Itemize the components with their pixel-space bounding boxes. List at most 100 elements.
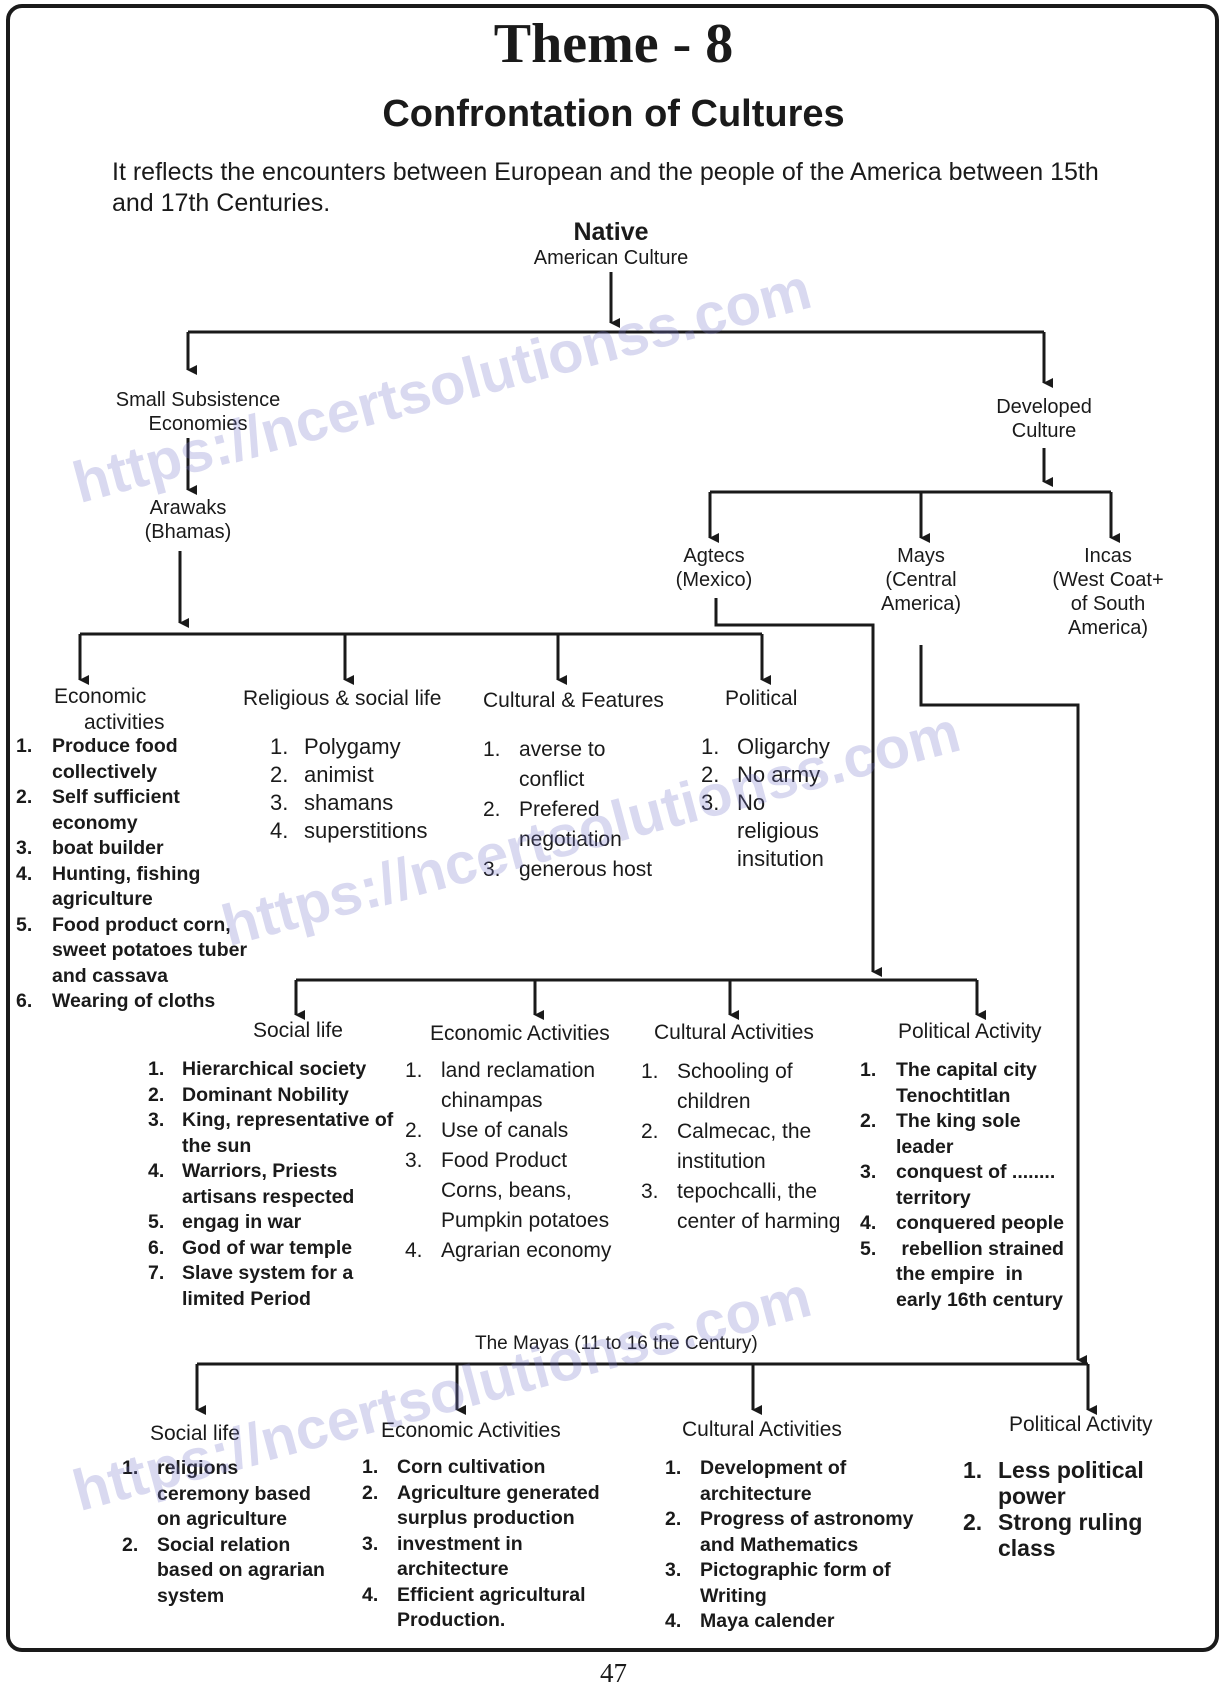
node-mayas-line2: (Central	[885, 569, 957, 591]
list-item: 3.shamans	[270, 789, 470, 817]
list-item-text: Use of canals	[441, 1119, 569, 1142]
theme-heading: Theme - 8	[493, 13, 734, 75]
node-incas-line1: Incas	[1084, 545, 1132, 567]
node-native-title: Native	[573, 218, 649, 246]
list-item-number: 5.	[148, 1211, 165, 1233]
list-item: 2.Dominant Nobility	[148, 1083, 408, 1109]
list-item-text: Social relation	[157, 1533, 291, 1556]
page-title: Confrontation of Cultures	[382, 93, 845, 135]
maya-economic-heading: Economic Activities	[381, 1419, 561, 1442]
node-incas-line4: America)	[1067, 617, 1148, 639]
list-item-text: Oligarchy	[737, 734, 830, 759]
node-developed-line1: Developed	[996, 396, 1092, 418]
heading-line: Economic	[54, 685, 147, 708]
list-item-number: 3.	[148, 1109, 165, 1131]
list-item-number: 4.	[362, 1583, 379, 1606]
list-item-text: superstitions	[304, 818, 428, 843]
list-item-text: Corns, beans,	[441, 1179, 572, 1202]
list-item-text: center of harming	[677, 1210, 841, 1233]
list-item-number: 3.	[16, 837, 33, 859]
list-item: 5.engag in war	[148, 1210, 408, 1236]
list-item-number: 7.	[148, 1262, 165, 1284]
aztec-cultural-heading: Cultural Activities	[654, 1021, 814, 1044]
list-item-text: No	[737, 790, 766, 815]
intro-line-2: and 17th Centuries.	[112, 189, 331, 217]
node-native: Native American Culture	[511, 218, 711, 270]
list-item-text: Warriors, Priests	[182, 1160, 338, 1182]
node-small-subsistence: Small Subsistence Economies	[88, 388, 308, 436]
list-item-text: conquest of ........	[896, 1161, 1056, 1183]
list-item-number: 3.	[701, 790, 720, 815]
list-item-text: Produce food	[52, 735, 178, 757]
node-incas: Incas (West Coat+ of South America)	[1036, 544, 1180, 640]
list-item-text: Development of	[700, 1457, 847, 1479]
list-item-text: generous host	[519, 858, 653, 881]
list-item: 4.Maya calender	[665, 1609, 935, 1635]
list-item: 1. Polygamy	[270, 733, 470, 761]
node-aztecs-line2: (Mexico)	[675, 569, 753, 591]
intro-text: It reflects the encounters between Europ…	[112, 157, 1099, 219]
list-item-number: 3.	[860, 1161, 877, 1183]
list-item: 2.No army	[701, 761, 881, 789]
list-item-number: 2.	[483, 798, 501, 821]
list-item: 3.boat builder	[16, 836, 276, 862]
list-item-text: God of war temple	[182, 1236, 353, 1259]
list-item-number: 4.	[860, 1212, 877, 1234]
list-item-number: 5.	[16, 913, 33, 936]
list-item-text: Efficient agricultural	[397, 1583, 586, 1606]
list-item-text: territory	[896, 1186, 971, 1209]
list-item-text: Food Product	[441, 1149, 568, 1172]
node-mayas: Mays (Central America)	[851, 544, 991, 616]
node-aztecs-line1: Agtecs	[683, 545, 745, 567]
list-item: 6.God of war temple	[148, 1236, 408, 1262]
list-item-number: 1.	[122, 1457, 139, 1479]
aztec-economic-heading: Economic Activities	[430, 1022, 610, 1045]
list-item-text: Polygamy	[304, 734, 401, 759]
page-number: 47	[600, 1658, 627, 1688]
list-item-number: 1.	[963, 1457, 983, 1483]
list-item-text: and cassava	[52, 964, 169, 987]
arawak-cultural-heading: Cultural & Features	[483, 689, 664, 712]
list-item-number: 2.	[362, 1481, 379, 1504]
list-item-number: 1.	[270, 734, 289, 759]
node-arawaks-line1: Arawaks	[149, 497, 227, 519]
list-item-text: Pumpkin potatoes	[441, 1209, 610, 1232]
list-item: 4.superstitions	[270, 817, 470, 845]
list-item-text: agriculture	[52, 888, 153, 910]
list-item-text: Corn cultivation	[397, 1456, 546, 1478]
list-item-text: Self sufficient	[52, 786, 180, 808]
list-item-text: conquered people	[896, 1212, 1064, 1234]
node-small-line2: Economies	[148, 413, 248, 435]
arawak-economic-heading: Economic activities	[54, 684, 165, 736]
list-item: 2.Use of canals	[405, 1116, 625, 1146]
list-item-number: 1.	[641, 1060, 659, 1083]
list-item-text: Dominant Nobility	[182, 1083, 349, 1106]
list-item-text: Calmecac, the	[677, 1120, 812, 1143]
list-item-text: surplus production	[397, 1507, 575, 1529]
list-item-text: Schooling of	[677, 1060, 793, 1083]
node-arawaks-line2: (Bhamas)	[144, 521, 232, 543]
list-item-number: 6.	[16, 990, 33, 1012]
node-developed-line2: Culture	[1011, 420, 1077, 442]
list-item-text: Strong ruling	[998, 1509, 1143, 1535]
list-item-text: on agriculture	[157, 1508, 288, 1530]
list-item-number: 2.	[16, 786, 33, 808]
list-item-text: based on agrarian	[157, 1559, 325, 1581]
